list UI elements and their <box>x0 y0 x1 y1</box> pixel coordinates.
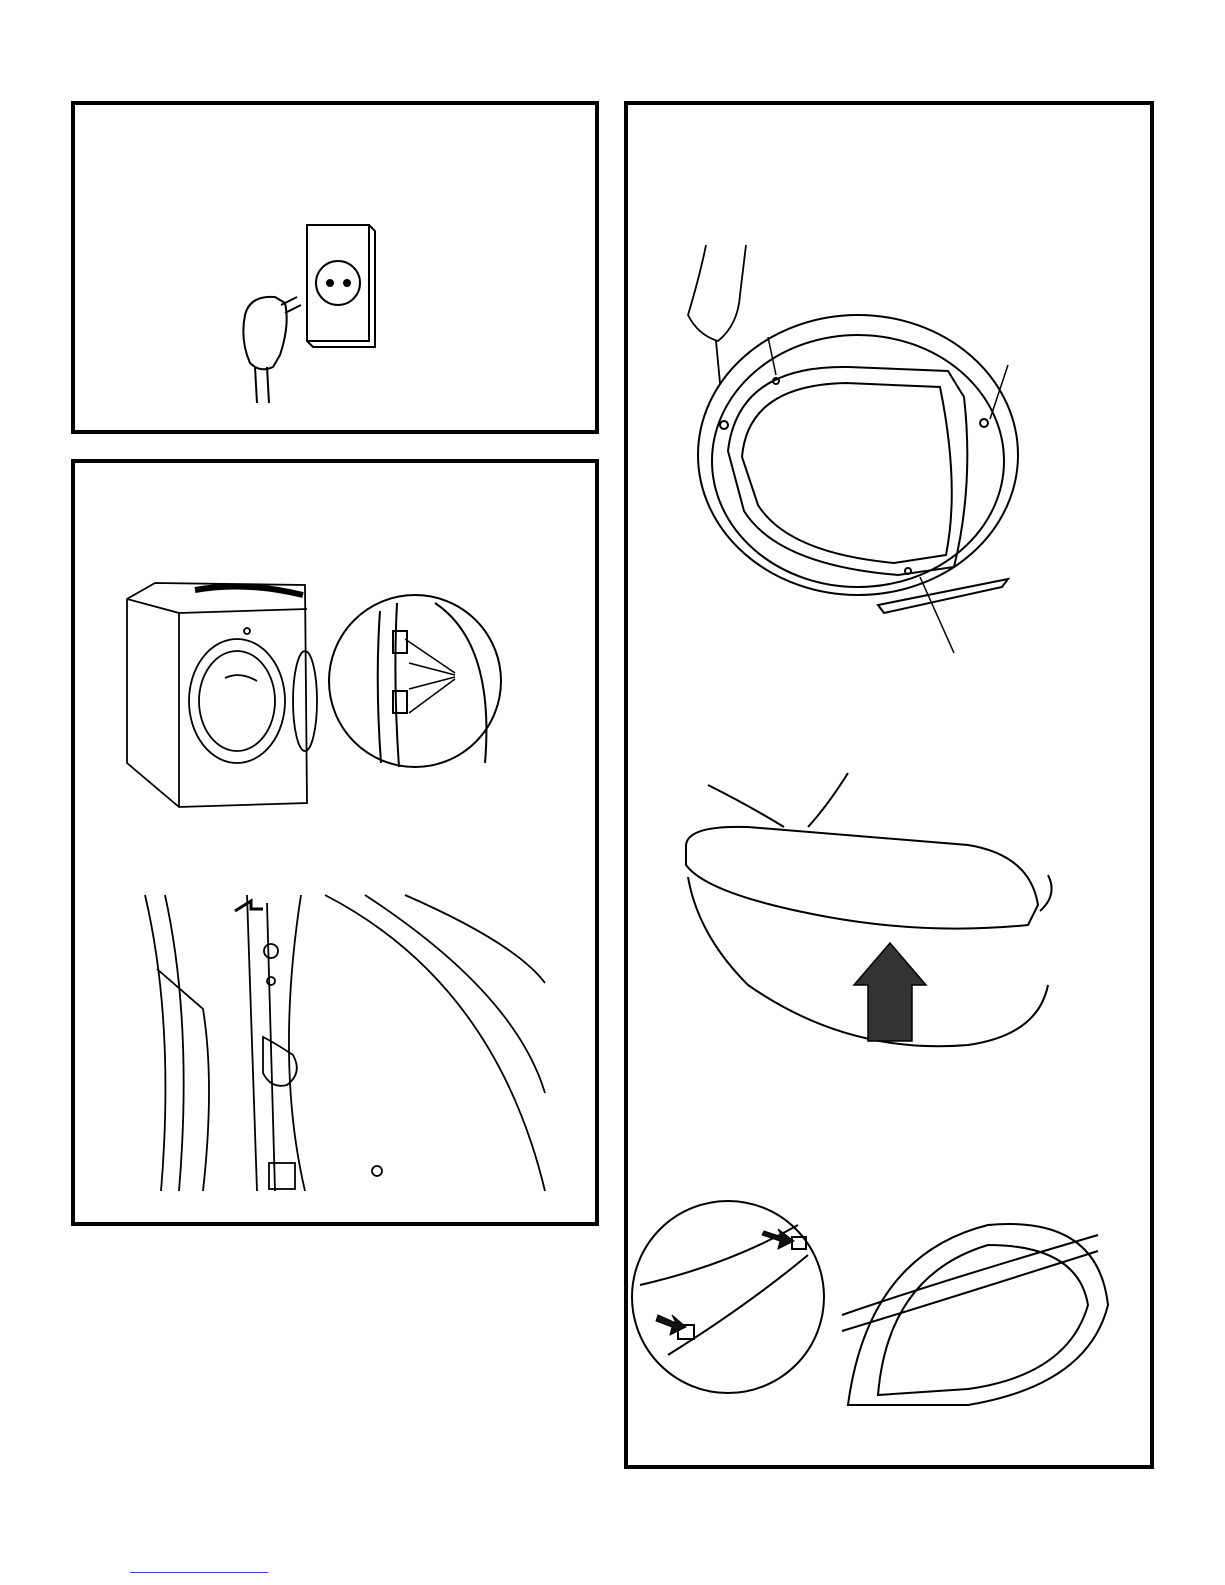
hinge-closeup <box>145 895 545 1191</box>
door-disassembly-panel <box>624 101 1154 1469</box>
unplug-illustration <box>75 105 595 430</box>
door-hinge-panel <box>71 459 599 1226</box>
door-front <box>698 315 1018 653</box>
plug-icon <box>243 297 301 403</box>
unplug-panel <box>71 101 599 434</box>
dryer-illustration <box>75 463 595 1222</box>
clip-magnifier <box>632 1201 824 1393</box>
wall-outlet-icon <box>307 225 375 347</box>
door-illustration <box>628 105 1150 1465</box>
dryer-cabinet <box>127 583 317 807</box>
door-inner-frame <box>842 1224 1108 1405</box>
footer-link-underline[interactable] <box>130 1572 268 1573</box>
hinge-magnifier <box>329 595 501 767</box>
